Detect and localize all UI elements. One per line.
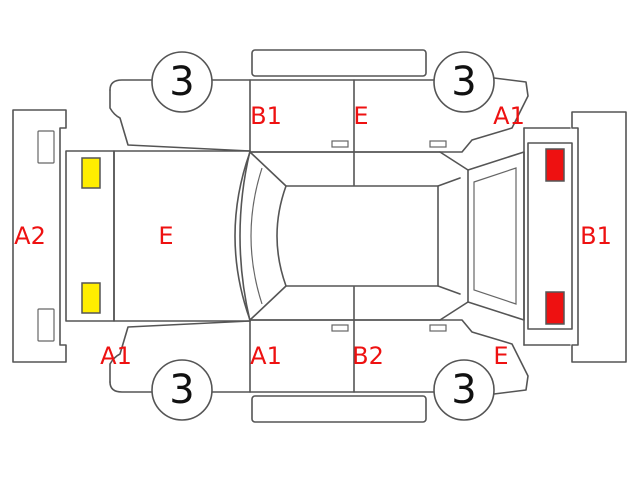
- code-top-front-fender: A1: [493, 102, 525, 130]
- code-bottom-front-fender: A1: [100, 342, 132, 370]
- top-rear-door-handle: [331, 140, 349, 148]
- wheel-top-rear: 3: [433, 51, 495, 113]
- front-bumper: [12, 109, 67, 363]
- code-rear-bumper: B1: [580, 222, 612, 250]
- wheel-top-front: 3: [151, 51, 213, 113]
- wheel-bottom-front: 3: [151, 359, 213, 421]
- rear-lamp-top: [545, 148, 565, 182]
- code-bottom-rear-door: B2: [352, 342, 384, 370]
- bottom-front-door-handle: [429, 324, 447, 332]
- rear-lamp-bottom: [545, 291, 565, 325]
- hood-panel: [113, 150, 251, 322]
- front-lamp-bottom: [81, 282, 101, 314]
- code-bottom-rear-fender: E: [493, 342, 508, 370]
- bottom-rear-door-handle: [331, 324, 349, 332]
- rear-lamp-area: [527, 142, 573, 330]
- bottom-side-step: [251, 395, 427, 423]
- cabin-roof: [234, 151, 469, 321]
- top-front-door-handle: [429, 140, 447, 148]
- code-front-bumper: A2: [14, 222, 46, 250]
- wheel-bottom-front-number: 3: [169, 367, 194, 413]
- top-side-step: [251, 49, 427, 77]
- front-lamp-area: [65, 150, 115, 322]
- code-bottom-front-door: A1: [250, 342, 282, 370]
- code-top-front-door: E: [353, 102, 368, 130]
- wheel-top-rear-number: 3: [451, 59, 476, 105]
- wheel-bottom-rear: 3: [433, 359, 495, 421]
- wheel-bottom-rear-number: 3: [451, 367, 476, 413]
- rear-bumper: [571, 111, 627, 363]
- front-lamp-top: [81, 157, 101, 189]
- front-bumper-slot-bottom: [37, 308, 55, 342]
- front-bumper-slot-top: [37, 130, 55, 164]
- wheel-top-front-number: 3: [169, 59, 194, 105]
- code-hood: E: [158, 222, 173, 250]
- code-top-rear-door: B1: [250, 102, 282, 130]
- rear-hatch: [467, 127, 571, 346]
